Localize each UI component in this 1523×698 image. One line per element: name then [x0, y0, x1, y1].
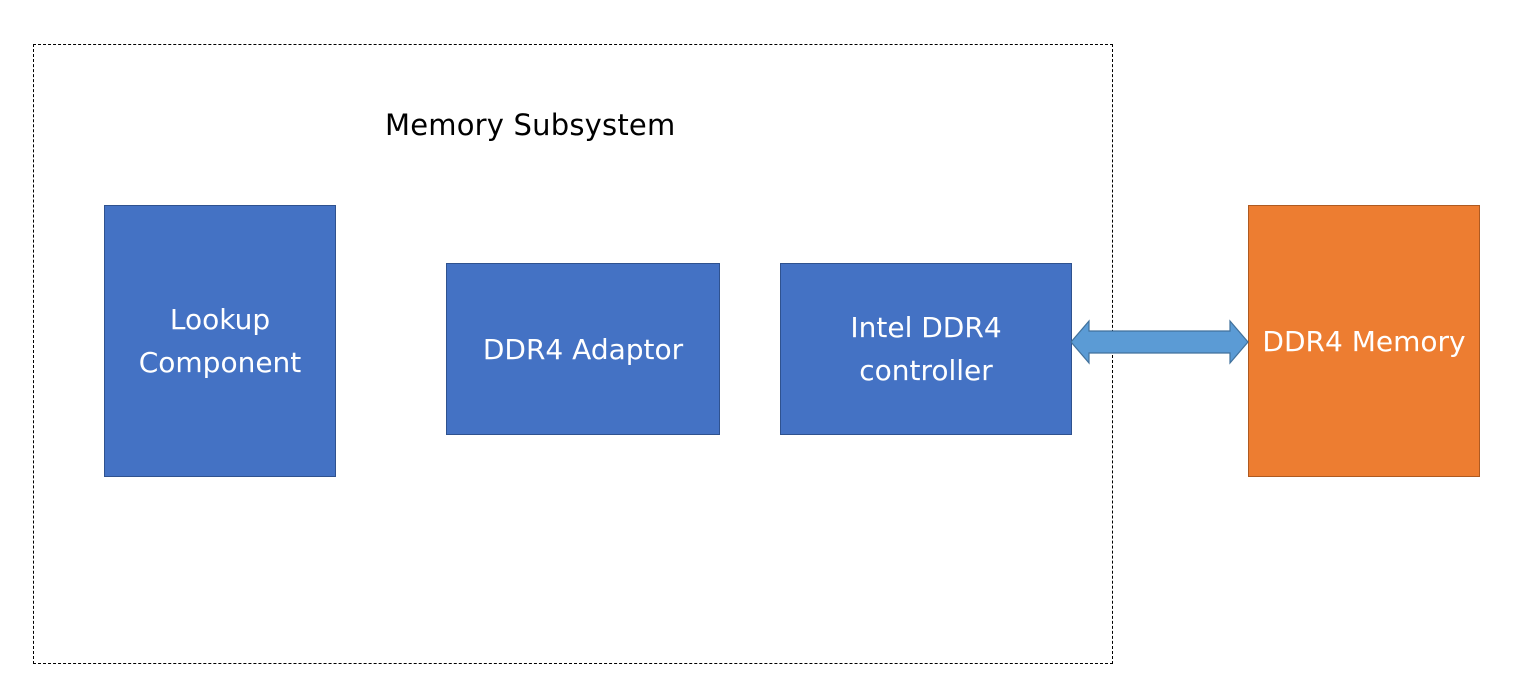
intel-ddr4-controller-block: Intel DDR4 controller	[780, 263, 1072, 435]
ddr4-memory-label: DDR4 Memory	[1262, 324, 1466, 358]
memory-subsystem-label: Memory Subsystem	[385, 108, 676, 142]
intel-ddr4-controller-label: Intel DDR4 controller	[850, 311, 1002, 387]
ddr4-memory-block: DDR4 Memory	[1248, 205, 1480, 477]
lookup-component-label: Lookup Component	[138, 303, 302, 379]
ddr4-adaptor-label: DDR4 Adaptor	[482, 332, 684, 366]
ddr4-adaptor-block: DDR4 Adaptor	[446, 263, 720, 435]
lookup-component-block: Lookup Component	[104, 205, 336, 477]
